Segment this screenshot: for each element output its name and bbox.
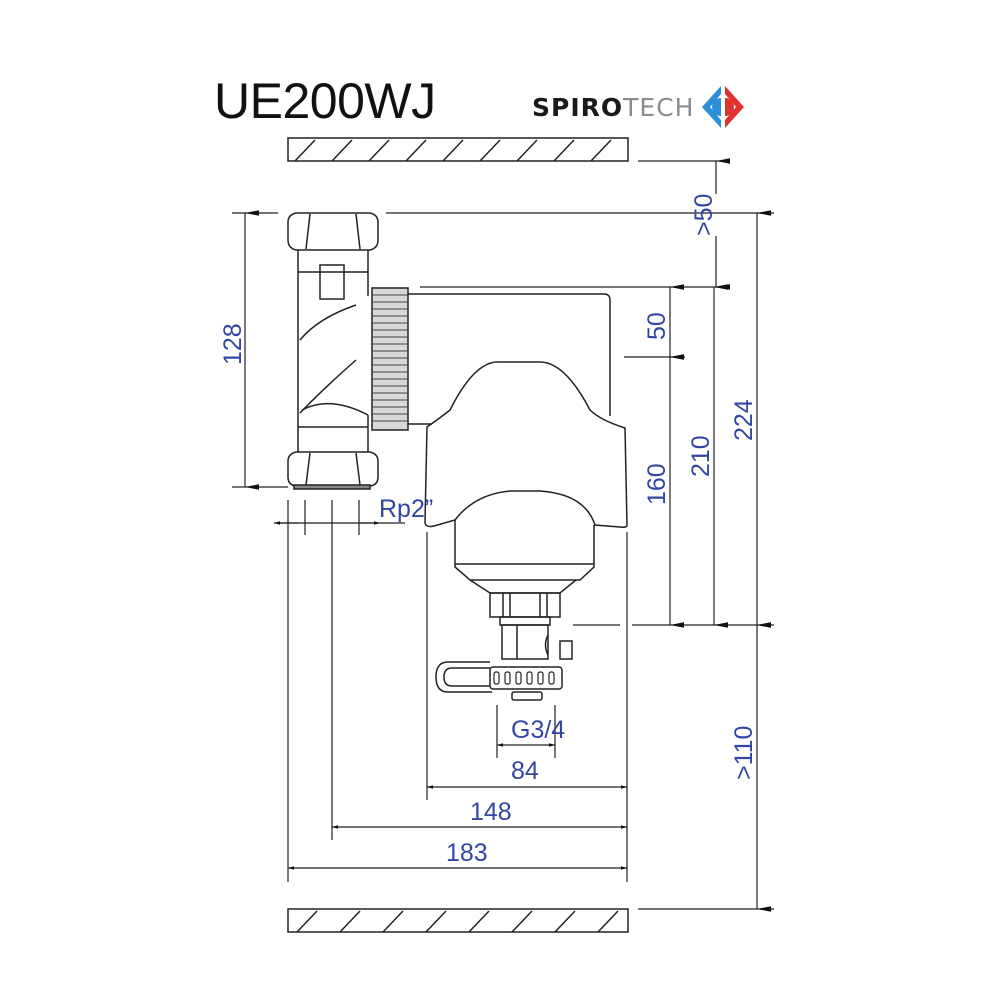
- brand-name-bold: SPIRO: [532, 92, 624, 122]
- dim-height-210: 210: [687, 435, 715, 477]
- spirotech-diamond-icon: [702, 86, 745, 128]
- separator-housing: [408, 293, 628, 618]
- bottom-wall-hatch: [287, 908, 629, 933]
- brand-name-light: TECH: [623, 92, 695, 122]
- inlet-fitting: [287, 212, 379, 490]
- dim-width-183: 183: [446, 839, 488, 867]
- drain-valve: [435, 616, 573, 701]
- dim-height-224: 224: [730, 399, 758, 441]
- brand-logo: SPIRO TECH: [532, 84, 746, 130]
- dim-width-84: 84: [511, 757, 539, 785]
- dim-offset-top: 50: [643, 312, 671, 340]
- dim-width-148: 148: [470, 798, 512, 826]
- dim-inlet-thread: Rp2”: [379, 495, 433, 523]
- dim-body-height: 128: [219, 323, 247, 365]
- dim-top-clearance: >50: [690, 194, 718, 236]
- knurled-connector-ring: [371, 287, 409, 431]
- dim-drain-thread: G3/4: [511, 716, 565, 744]
- model-title: UE200WJ: [214, 73, 436, 129]
- dimension-lines: [232, 158, 774, 912]
- top-wall-hatch: [287, 137, 629, 162]
- dim-bottom-clearance: >110: [730, 726, 758, 780]
- dim-height-160: 160: [643, 463, 671, 505]
